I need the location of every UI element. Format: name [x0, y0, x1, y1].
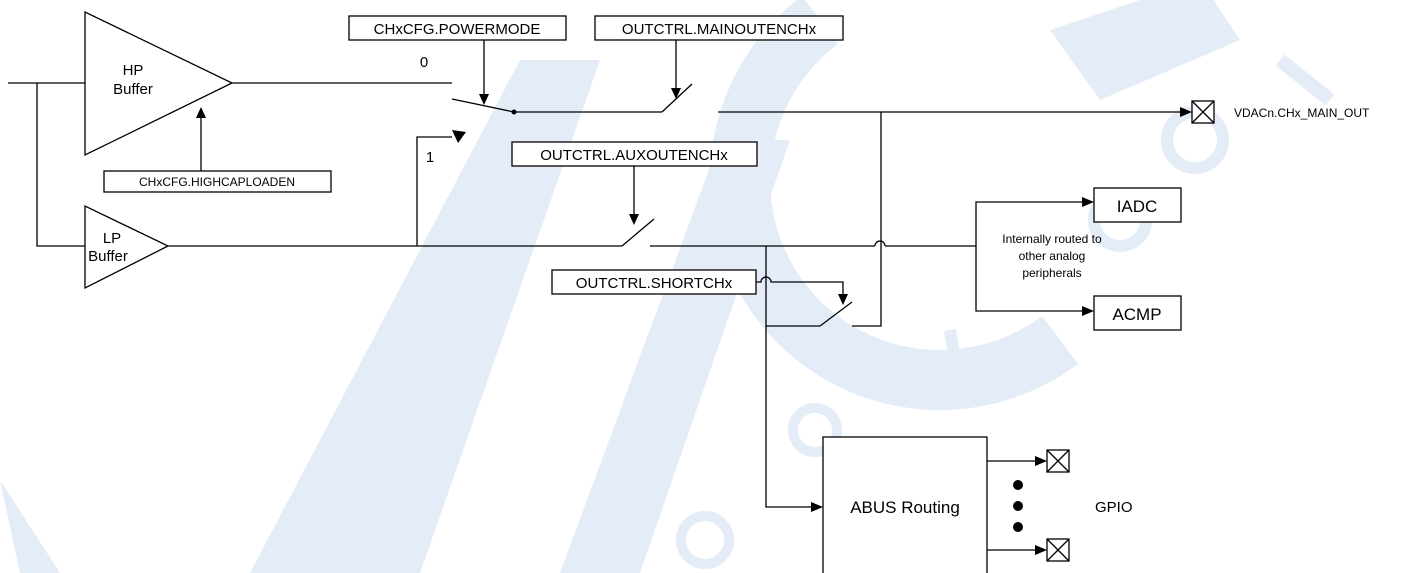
aux-switch: [621, 218, 655, 247]
acmp-block: ACMP: [1093, 295, 1182, 331]
hp-buffer-label-2: Buffer: [113, 81, 153, 98]
highcapload-label: CHxCFG.HIGHCAPLOADEN: [139, 175, 295, 189]
auxouten-control: OUTCTRL.AUXOUTENCHx: [511, 141, 758, 225]
lp-to-mux-wire: [416, 136, 452, 246]
auxouten-label: OUTCTRL.AUXOUTENCHx: [540, 147, 728, 164]
hp-buffer: HP Buffer: [84, 10, 234, 157]
mux-sel-0-label: 0: [420, 54, 428, 71]
powermode-control: CHxCFG.POWERMODE: [348, 15, 567, 105]
input-branch-wire: [36, 83, 85, 247]
watermark: [0, 0, 1335, 573]
shortch-label: OUTCTRL.SHORTCHx: [576, 275, 733, 292]
main-out-label: VDACn.CHx_MAIN_OUT: [1234, 106, 1370, 120]
powermode-label: CHxCFG.POWERMODE: [374, 21, 541, 38]
routing-note-1: Internally routed to: [1002, 232, 1102, 246]
lp-buffer-label-1: LP: [103, 230, 121, 247]
hp-buffer-label-1: HP: [123, 62, 144, 79]
highcapload-control: CHxCFG.HIGHCAPLOADEN: [103, 107, 332, 193]
routing-note: Internally routed to other analog periph…: [1002, 232, 1102, 280]
mux-sel-1-label: 1: [426, 149, 434, 166]
iadc-block: IADC: [1093, 187, 1182, 223]
gpio-pin-top: [1046, 449, 1070, 473]
peripheral-route-wire: [975, 201, 1082, 312]
abus-feed-wire: [765, 326, 811, 508]
gpio-ellipsis: [1013, 480, 1023, 532]
short-switch: [819, 301, 853, 327]
acmp-label: ACMP: [1112, 305, 1161, 324]
lp-buffer: LP Buffer: [84, 204, 170, 290]
routing-note-3: peripherals: [1022, 266, 1081, 280]
short-return-wire: [852, 112, 882, 327]
iadc-label: IADC: [1117, 197, 1158, 216]
shortch-control: OUTCTRL.SHORTCHx: [551, 269, 848, 305]
mainouten-control: OUTCTRL.MAINOUTENCHx: [594, 15, 844, 99]
abus-routing-block: ABUS Routing: [822, 436, 988, 573]
gpio-label: GPIO: [1095, 499, 1133, 516]
lp-buffer-label-2: Buffer: [88, 248, 128, 265]
routing-note-2: other analog: [1019, 249, 1086, 263]
main-out-pin: VDACn.CHx_MAIN_OUT: [1191, 100, 1370, 124]
gpio-pin-bottom: [1046, 538, 1070, 562]
powermode-mux: [451, 98, 517, 143]
main-switch: [661, 83, 693, 113]
aux-line-hop: [874, 240, 886, 247]
mainouten-label: OUTCTRL.MAINOUTENCHx: [622, 21, 817, 38]
abus-label: ABUS Routing: [850, 498, 960, 517]
